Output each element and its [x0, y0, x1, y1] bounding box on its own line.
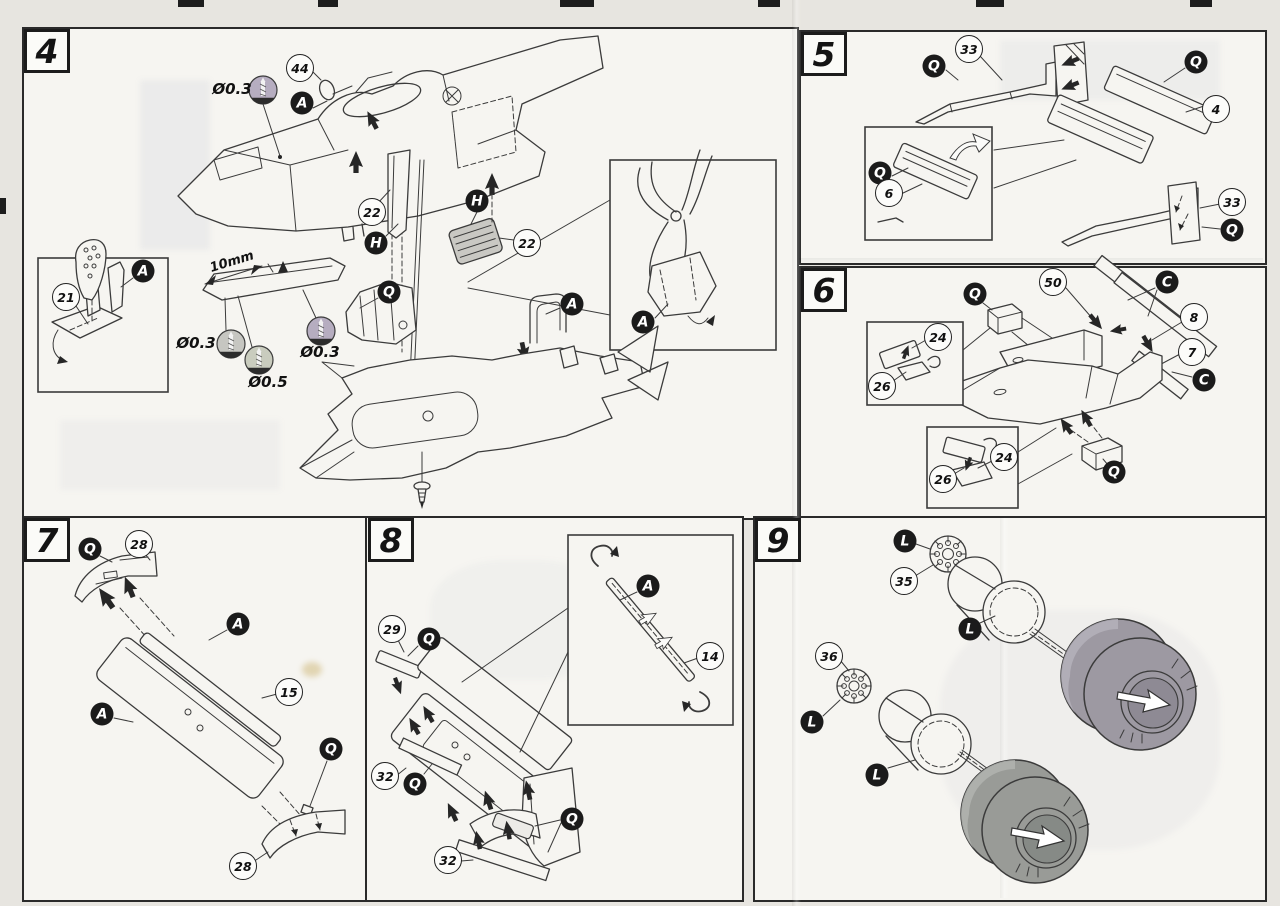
- part-callout-22: 22: [513, 229, 541, 257]
- sprue-letter-badge-A: A: [131, 259, 155, 283]
- sprue-letter-badge-A: A: [90, 702, 114, 726]
- part-callout-32: 32: [371, 762, 399, 790]
- pliers-drawing: [637, 149, 713, 277]
- step-7-diagram: [74, 551, 346, 861]
- sprue-letter-badge-Q: Q: [1220, 218, 1244, 242]
- part-callout-26: 26: [929, 465, 957, 493]
- step-5-number: 5: [801, 32, 847, 76]
- step-4-number: 4: [24, 29, 70, 73]
- part-callout-26: 26: [868, 372, 896, 400]
- part-callout-15: 15: [275, 678, 303, 706]
- sprue-letter-badge-A: A: [560, 292, 584, 316]
- drill-dimension-label: Ø0.5: [248, 373, 288, 391]
- sprue-letter-badge-A: A: [636, 574, 660, 598]
- part-callout-44: 44: [286, 54, 314, 82]
- step-9-diagram: [822, 535, 1198, 884]
- sprue-letter-badge-C: C: [1155, 270, 1179, 294]
- step-6-number: 6: [801, 268, 847, 312]
- step-8-number: 8: [368, 518, 414, 562]
- length-dimension-label: 10mm: [208, 248, 256, 276]
- sprue-letter-badge-A: A: [631, 310, 655, 334]
- scan-edge-mark: [318, 0, 338, 7]
- sprue-letter-badge-L: L: [893, 529, 917, 553]
- drill-dimension-label: Ø0.3: [212, 80, 252, 98]
- scan-edge-mark: [178, 0, 204, 7]
- drill-dimension-label: Ø0.3: [300, 343, 340, 361]
- sprue-letter-badge-A: A: [226, 612, 250, 636]
- sprue-letter-badge-Q: Q: [963, 282, 987, 306]
- scan-edge-mark: [1190, 0, 1212, 7]
- sprue-letter-badge-Q: Q: [560, 807, 584, 831]
- part-callout-6: 6: [875, 179, 903, 207]
- sprue-letter-badge-Q: Q: [1184, 50, 1208, 74]
- sprue-letter-badge-C: C: [1192, 368, 1216, 392]
- part-callout-32: 32: [434, 846, 462, 874]
- sprue-letter-badge-Q: Q: [319, 737, 343, 761]
- part-callout-4: 4: [1202, 95, 1230, 123]
- part-callout-24: 24: [990, 443, 1018, 471]
- sprue-letter-badge-L: L: [958, 617, 982, 641]
- sprue-letter-badge-H: H: [465, 189, 489, 213]
- part-callout-33: 33: [955, 35, 983, 63]
- drill-bit-icon: [306, 316, 336, 346]
- sprue-letter-badge-Q: Q: [78, 537, 102, 561]
- sprue-letter-badge-L: L: [800, 710, 824, 734]
- part-callout-28: 28: [229, 852, 257, 880]
- part-callout-7: 7: [1178, 338, 1206, 366]
- sprue-letter-badge-Q: Q: [403, 772, 427, 796]
- sprue-letter-badge-A: A: [290, 91, 314, 115]
- part-callout-50: 50: [1039, 268, 1067, 296]
- part-callout-22: 22: [358, 198, 386, 226]
- tire-drawing: [960, 759, 1090, 884]
- sprue-letter-badge-Q: Q: [922, 54, 946, 78]
- sprue-letter-badge-Q: Q: [417, 627, 441, 651]
- drill-bit-icon: [216, 329, 246, 359]
- sprue-letter-badge-Q: Q: [868, 161, 892, 185]
- step-8-diagram: [375, 534, 734, 882]
- sprue-letter-badge-Q: Q: [377, 280, 401, 304]
- scan-edge-mark: [758, 0, 780, 7]
- part-callout-24: 24: [924, 323, 952, 351]
- part-callout-36: 36: [815, 642, 843, 670]
- part-callout-29: 29: [378, 615, 406, 643]
- drill-bit-icon: [244, 345, 274, 375]
- part-callout-28: 28: [125, 530, 153, 558]
- part-callout-21: 21: [52, 283, 80, 311]
- part-callout-33: 33: [1218, 188, 1246, 216]
- step-9-number: 9: [755, 518, 801, 562]
- step-7-number: 7: [24, 518, 70, 562]
- step-6-diagram: [866, 254, 1218, 509]
- part-callout-8: 8: [1180, 303, 1208, 331]
- wheel-disc-drawing: [836, 668, 872, 704]
- step-5-diagram: [864, 41, 1221, 247]
- scan-edge-mark: [560, 0, 594, 7]
- wheel-disc-drawing: [929, 535, 967, 573]
- sprue-letter-badge-L: L: [865, 763, 889, 787]
- scan-edge-mark: [976, 0, 1004, 7]
- drill-bit-icon: [248, 75, 278, 105]
- part-callout-14: 14: [696, 642, 724, 670]
- part-callout-35: 35: [890, 567, 918, 595]
- scan-edge-notch: [0, 198, 6, 214]
- sprue-letter-badge-H: H: [364, 231, 388, 255]
- sprue-letter-badge-Q: Q: [1102, 460, 1126, 484]
- screw-drawing: [413, 451, 431, 509]
- tire-drawing: [1060, 618, 1198, 751]
- drill-dimension-label: Ø0.3: [176, 334, 216, 352]
- step-4-diagram: [37, 35, 777, 509]
